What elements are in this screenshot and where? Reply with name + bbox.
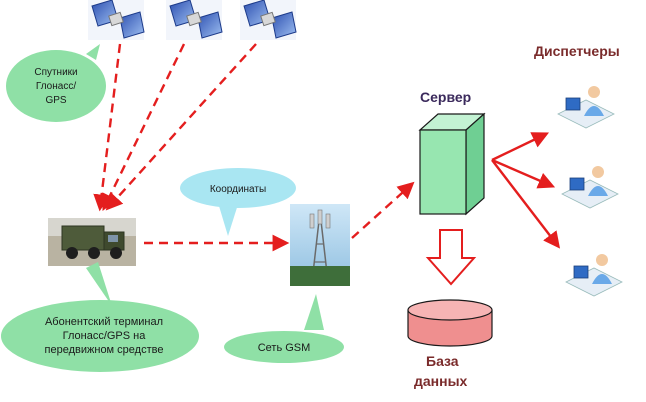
signal-arrow-2	[102, 43, 186, 212]
database-label-line-2: данных	[414, 373, 468, 389]
signal-arrow-1	[93, 43, 122, 212]
dispatcher-icon-2	[561, 166, 619, 209]
coordinates-label: Координаты	[210, 184, 266, 195]
gsm-tower-icon	[290, 204, 350, 286]
satellites-label-line-1: Спутники	[34, 67, 77, 78]
vehicle-terminal-icon	[48, 218, 136, 266]
server-label: Сервер	[420, 89, 471, 105]
gsm-label: Сеть GSM	[258, 342, 311, 354]
gsm-callout: Сеть GSM	[224, 294, 344, 363]
server-to-dispatchers-arrows	[491, 132, 561, 249]
satellite-icon-1	[88, 0, 145, 40]
satellite-signal-arrows	[93, 43, 257, 212]
terminal-label-line-3: передвижном средстве	[45, 344, 164, 356]
dispatch-arrow-3	[491, 159, 561, 249]
coordinates-callout: Координаты	[180, 168, 296, 236]
satellites-label-line-2: Глонасс/	[36, 81, 76, 92]
satellites-callout: Спутники Глонасс/ GPS	[6, 44, 106, 122]
gsm-to-server-arrow	[351, 181, 415, 239]
server-icon	[418, 112, 486, 216]
terminal-label-line-2: Глонасс/GPS на	[63, 330, 147, 342]
dispatcher-icon-1	[557, 86, 615, 129]
dispatch-arrow-2	[491, 158, 556, 189]
dispatcher-icon-3	[565, 254, 623, 297]
terminal-label-line-1: Абонентский терминал	[45, 316, 163, 328]
server-to-database-arrow	[425, 229, 477, 286]
satellite-icon-3	[240, 0, 297, 40]
dispatchers-label: Диспетчеры	[534, 43, 620, 59]
database-label-line-1: База	[426, 353, 459, 369]
satellite-icon-2	[166, 0, 223, 40]
signal-arrow-3	[105, 43, 257, 211]
database-icon	[407, 299, 493, 347]
satellites-label-line-3: GPS	[45, 95, 66, 106]
dispatch-arrow-1	[491, 132, 550, 162]
terminal-callout: Абонентский терминал Глонасс/GPS на пере…	[1, 262, 199, 372]
